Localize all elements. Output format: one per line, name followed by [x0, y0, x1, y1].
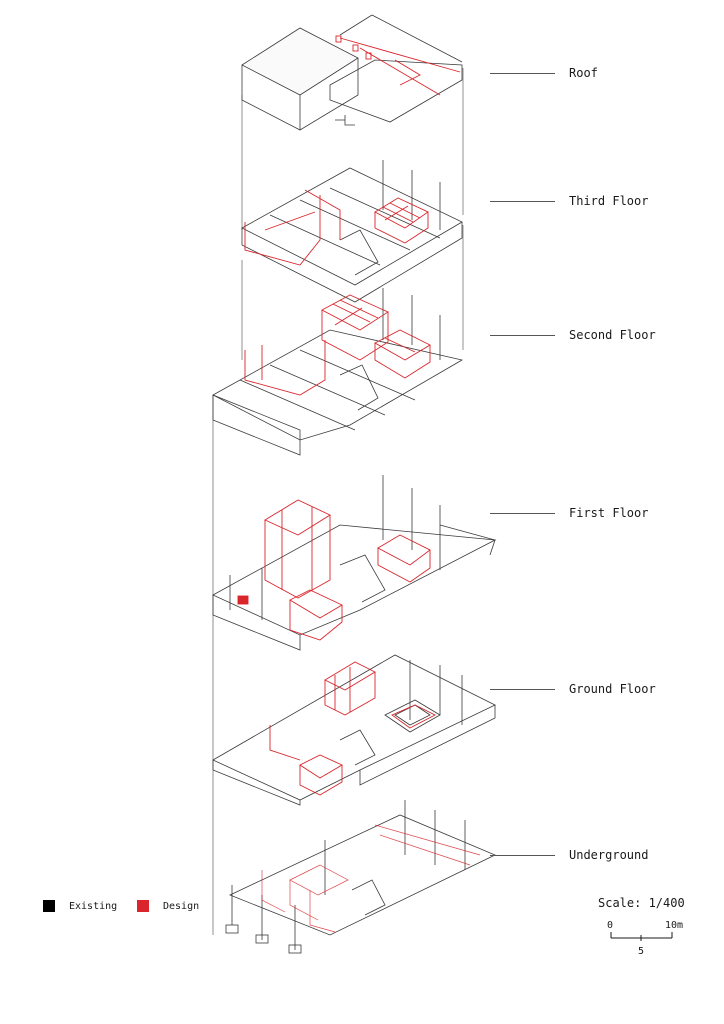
floor-label-ground-floor: Ground Floor: [569, 682, 656, 696]
roof-leader-line: [490, 73, 555, 74]
legend-design-label: Design: [163, 900, 200, 912]
scale-tick-10m: 10m: [665, 920, 684, 931]
second-floor-leader-line: [490, 335, 555, 336]
roof-level: [241, 14, 463, 131]
scale-tick-5: 5: [638, 946, 645, 957]
legend-design-swatch: [137, 900, 149, 912]
scale-bar: [610, 932, 673, 941]
underground-level: [225, 800, 496, 954]
first-floor-level: [212, 475, 497, 651]
scale-title: Scale: 1/400: [598, 896, 685, 910]
scale-tick-0: 0: [607, 920, 614, 931]
underground-leader-line: [490, 855, 555, 856]
legend-existing: Existing: [43, 900, 117, 912]
floor-label-roof: Roof: [569, 66, 598, 80]
floor-label-first-floor: First Floor: [569, 506, 649, 520]
legend-design: Design: [137, 900, 199, 912]
first-floor-leader-line: [490, 513, 555, 514]
second-floor-level: [212, 288, 464, 456]
third-floor-leader-line: [490, 201, 555, 202]
floor-label-second-floor: Second Floor: [569, 328, 656, 342]
ground-floor-level: [212, 654, 496, 806]
legend-existing-swatch: [43, 900, 55, 912]
vertical-guides: [212, 68, 464, 935]
ground-floor-leader-line: [490, 689, 555, 690]
legend-existing-label: Existing: [69, 900, 118, 912]
third-floor-level: [241, 160, 463, 303]
floor-label-third-floor: Third Floor: [569, 194, 649, 208]
floor-label-underground: Underground: [569, 848, 649, 862]
